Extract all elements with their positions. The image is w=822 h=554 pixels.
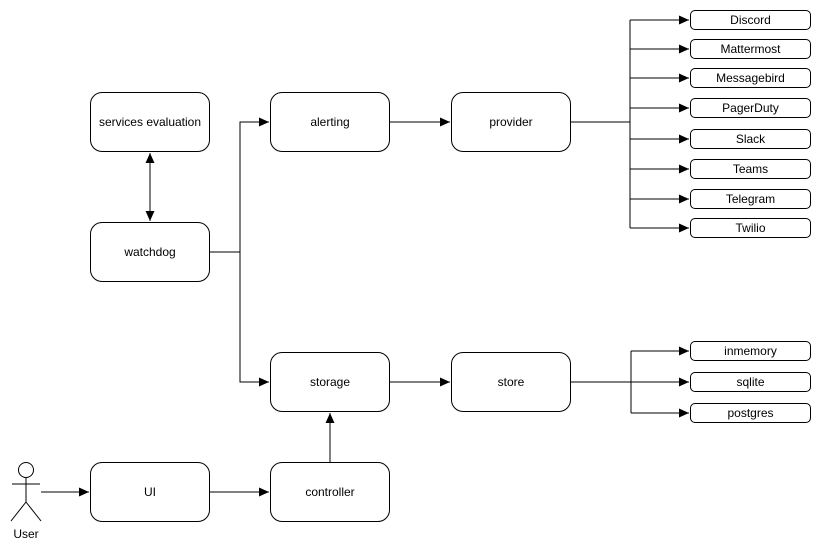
leaf-provider-messagebird[interactable]: Messagebird — [690, 68, 811, 88]
node-ui-label: UI — [144, 484, 156, 499]
leaf-provider-twilio[interactable]: Twilio — [690, 218, 811, 238]
node-store[interactable]: store — [451, 352, 571, 412]
node-provider[interactable]: provider — [451, 92, 571, 152]
leaf-label: Teams — [732, 162, 769, 176]
leaf-provider-mattermost[interactable]: Mattermost — [690, 39, 811, 59]
node-services-evaluation[interactable]: services evaluation — [90, 92, 210, 152]
user-actor-icon[interactable] — [10, 462, 42, 522]
leaf-store-sqlite[interactable]: sqlite — [690, 372, 811, 392]
leaf-label: sqlite — [736, 375, 765, 389]
leaf-provider-pagerduty[interactable]: PagerDuty — [690, 98, 811, 118]
leaf-label: Messagebird — [716, 71, 785, 85]
node-storage-label: storage — [309, 374, 351, 389]
node-provider-label: provider — [489, 114, 533, 129]
node-alerting-label: alerting — [310, 114, 350, 129]
node-ui[interactable]: UI — [90, 462, 210, 522]
leaf-store-postgres[interactable]: postgres — [690, 403, 811, 423]
leaf-label: Twilio — [735, 221, 766, 235]
node-watchdog[interactable]: watchdog — [90, 222, 210, 282]
node-alerting[interactable]: alerting — [270, 92, 390, 152]
leaf-label: PagerDuty — [722, 101, 779, 115]
edge-junction-alerting — [239, 117, 269, 252]
leaf-store-inmemory[interactable]: inmemory — [690, 341, 811, 361]
leaf-label: inmemory — [724, 344, 777, 358]
node-controller[interactable]: controller — [270, 462, 390, 522]
node-watchdog-label: watchdog — [124, 244, 176, 259]
leaf-label: Discord — [730, 13, 771, 27]
node-controller-label: controller — [305, 484, 355, 499]
leaf-label: Slack — [735, 132, 766, 146]
leaf-provider-discord[interactable]: Discord — [690, 10, 811, 30]
user-actor-label: User — [13, 527, 39, 541]
node-services-evaluation-label: services evaluation — [98, 114, 202, 129]
leaf-label: postgres — [727, 406, 774, 420]
leaf-provider-telegram[interactable]: Telegram — [690, 189, 811, 209]
node-storage[interactable]: storage — [270, 352, 390, 412]
edge-junction-storage — [239, 252, 269, 387]
leaf-label: Telegram — [725, 192, 776, 206]
leaf-label: Mattermost — [720, 42, 781, 56]
leaf-provider-slack[interactable]: Slack — [690, 129, 811, 149]
leaf-provider-teams[interactable]: Teams — [690, 159, 811, 179]
node-store-label: store — [497, 374, 525, 389]
